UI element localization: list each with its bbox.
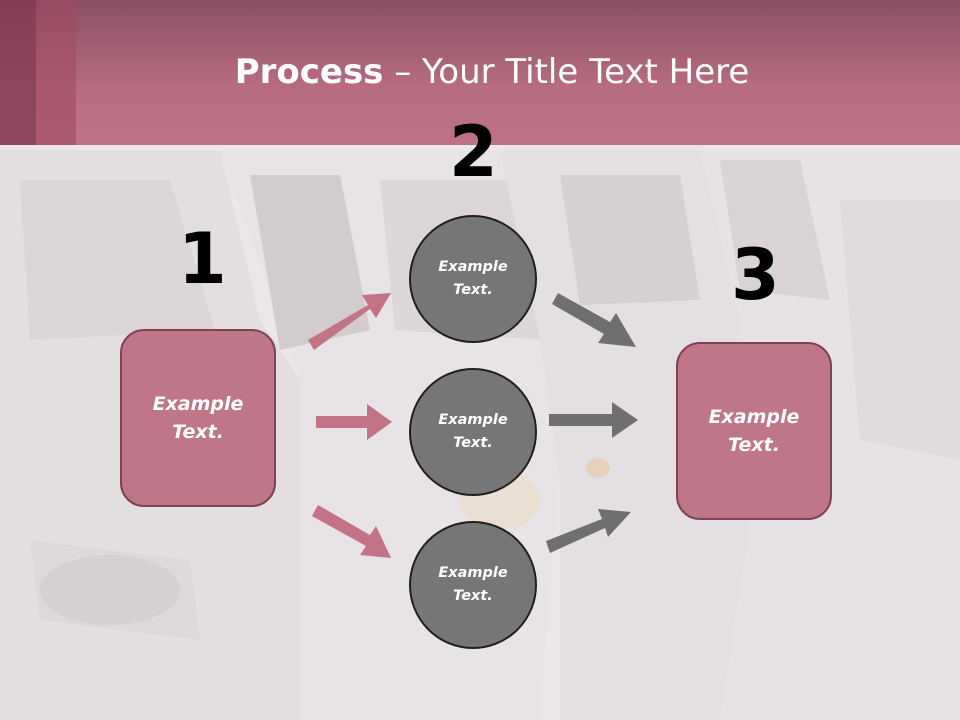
arrow-from-circle-1 [552, 293, 636, 347]
step-number-1: 1 [178, 218, 227, 300]
step-number-3: 3 [731, 234, 780, 316]
arrow-to-circle-3 [312, 505, 391, 558]
header-accent-dark [0, 0, 36, 145]
arrow-from-circle-3 [546, 509, 631, 553]
title-bar [0, 0, 960, 145]
slide-title: Process – Your Title Text Here [0, 52, 960, 92]
arrow-from-circle-2 [549, 402, 638, 438]
title-bold: Process [234, 52, 384, 92]
arrow-to-circle-1 [308, 293, 391, 350]
step-number-2: 2 [449, 111, 498, 193]
header-accent-mid [36, 0, 76, 145]
title-rest: – Your Title Text Here [383, 52, 750, 92]
arrow-to-circle-2 [316, 404, 392, 440]
